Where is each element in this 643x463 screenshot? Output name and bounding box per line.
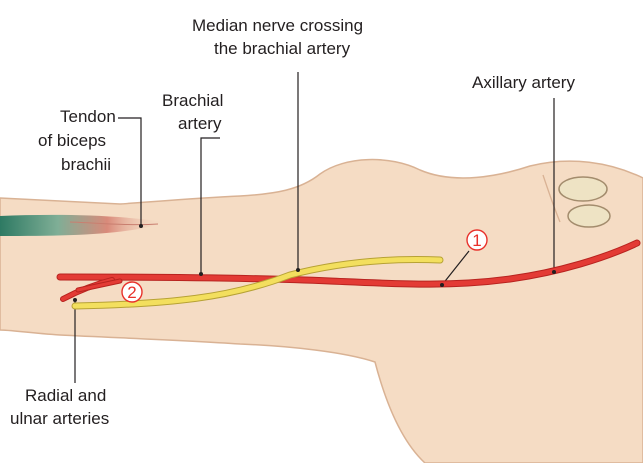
label-brachial-line1: Brachial bbox=[162, 90, 223, 111]
label-tendon-line1: Tendon bbox=[60, 106, 116, 127]
label-radial-line1: Radial and bbox=[25, 385, 106, 406]
label-radial-line2: ulnar arteries bbox=[10, 408, 109, 429]
humeral-head-shape bbox=[559, 177, 607, 201]
label-tendon-line2: of biceps bbox=[38, 130, 106, 151]
label-axillary-artery: Axillary artery bbox=[472, 72, 575, 93]
glenoid-shape bbox=[568, 205, 610, 227]
label-brachial-line2: artery bbox=[178, 113, 221, 134]
marker-2: 2 bbox=[122, 282, 142, 302]
marker-1: 1 bbox=[467, 230, 487, 250]
label-tendon-line3: brachii bbox=[61, 154, 111, 175]
marker-2-text: 2 bbox=[127, 283, 136, 302]
label-median-nerve-line1: Median nerve crossing bbox=[192, 15, 363, 36]
marker-1-text: 1 bbox=[472, 231, 481, 250]
label-median-nerve-line2: the brachial artery bbox=[214, 38, 350, 59]
